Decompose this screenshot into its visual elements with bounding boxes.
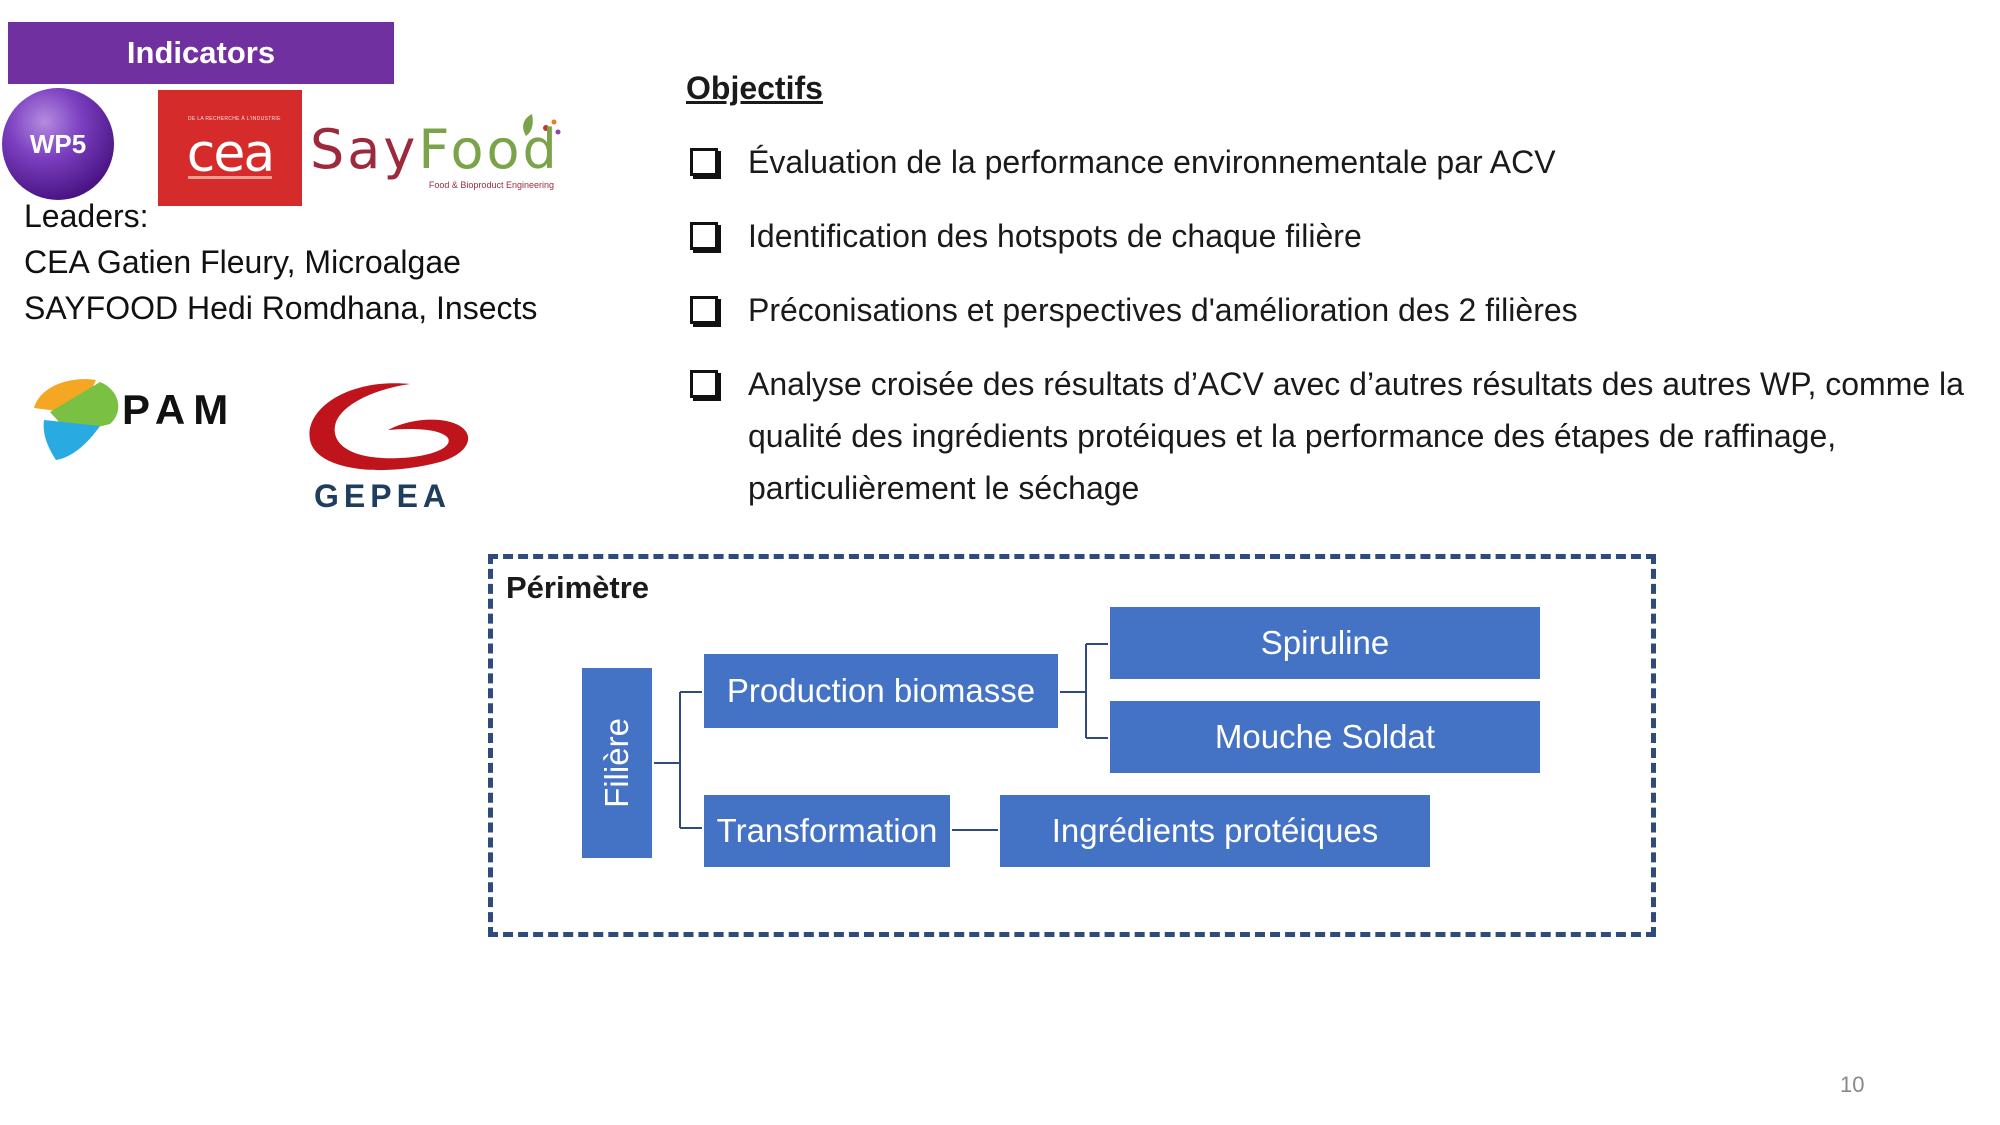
objective-text: Préconisations et perspectives d'amélior…	[748, 292, 1578, 328]
checkbox-icon	[690, 222, 718, 250]
perimeter-frame	[488, 554, 1656, 937]
cea-name: cea	[186, 124, 275, 184]
node-ingredients-proteiques: Ingrédients protéiques	[998, 793, 1432, 869]
leader-sayfood: SAYFOOD Hedi Romdhana, Insects	[24, 290, 538, 326]
gepea-swirl-icon	[309, 383, 469, 471]
objective-item: Analyse croisée des résultats d’ACV avec…	[690, 358, 1998, 514]
checkbox-icon	[690, 148, 718, 176]
sayfood-tagline: Food & Bioproduct Engineering	[428, 180, 554, 190]
wp5-logo: WP5	[2, 88, 114, 200]
objective-text: Évaluation de la performance environneme…	[748, 144, 1556, 180]
pam-shape-icon	[34, 379, 119, 460]
cea-underline	[188, 176, 272, 179]
sayfood-name-say: Say	[310, 118, 419, 181]
perimeter-title: Périmètre	[506, 570, 650, 605]
node-mouche-label: Mouche Soldat	[1214, 718, 1436, 755]
page-number: 10	[1840, 1072, 1865, 1097]
gepea-name: GEPEA	[314, 478, 452, 514]
sayfood-name-food: Food	[418, 118, 560, 181]
indicators-badge: Indicators	[8, 22, 394, 84]
node-mouche-soldat: Mouche Soldat	[1108, 699, 1542, 775]
objective-item: Évaluation de la performance environneme…	[690, 136, 1998, 188]
node-spiruline: Spiruline	[1108, 605, 1542, 681]
wp5-label: WP5	[29, 128, 87, 159]
pam-logo: PAM	[30, 372, 240, 472]
node-ingredients-label: Ingrédients protéiques	[1051, 812, 1379, 849]
leader-cea: CEA Gatien Fleury, Microalgae	[24, 244, 461, 280]
sayfood-name: SayFood	[310, 118, 560, 181]
cea-logo: DE LA RECHERCHE À L'INDUSTRIE cea	[158, 90, 302, 206]
node-production-biomasse: Production biomasse	[702, 652, 1060, 730]
objective-item: Identification des hotspots de chaque fi…	[690, 210, 1998, 262]
cea-tagline: DE LA RECHERCHE À L'INDUSTRIE	[188, 116, 281, 122]
node-spiruline-label: Spiruline	[1260, 624, 1390, 661]
node-filiere-label: Filière	[598, 718, 636, 808]
objectives-title: Objectifs	[686, 70, 823, 106]
pam-name: PAM	[122, 386, 237, 433]
objective-item: Préconisations et perspectives d'amélior…	[690, 284, 1998, 336]
gepea-logo: GEPEA	[300, 378, 480, 518]
node-production-label: Production biomasse	[726, 672, 1036, 709]
sayfood-logo: SayFood Food & Bioproduct Engineering	[310, 114, 561, 198]
node-filiere: Filière	[580, 666, 654, 860]
sayfood-leaf-icon	[523, 114, 561, 136]
checkbox-icon	[690, 370, 718, 398]
checkbox-icon	[690, 296, 718, 324]
leaders-label: Leaders:	[24, 198, 149, 234]
node-transformation: Transformation	[702, 793, 952, 869]
objective-text: Identification des hotspots de chaque fi…	[748, 218, 1362, 254]
objective-text: Analyse croisée des résultats d’ACV avec…	[748, 366, 1964, 506]
node-transformation-label: Transformation	[716, 812, 938, 849]
indicators-label: Indicators	[126, 35, 276, 70]
